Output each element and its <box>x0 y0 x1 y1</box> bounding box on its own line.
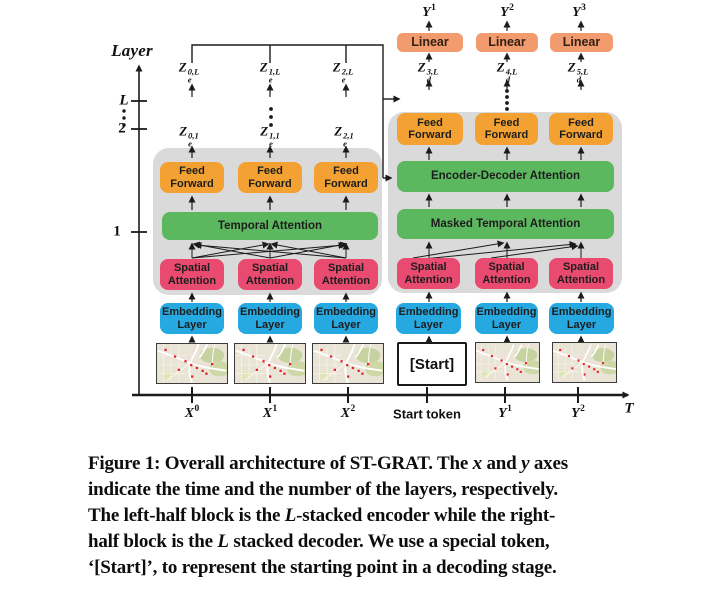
decoder-embedding-layer-box: Embedding Layer <box>549 303 614 334</box>
encoder-decoder-attention-box: Encoder-Decoder Attention <box>397 161 614 192</box>
encoder-embedding-layer-box: Embedding Layer <box>314 303 378 334</box>
linear-box: Linear <box>397 33 463 52</box>
x-axis-end-label: T <box>624 400 634 417</box>
decoder-spatial-attention-box: Spatial Attention <box>549 258 613 289</box>
x-tick-start-token: Start token <box>393 406 461 422</box>
linear-box: Linear <box>476 33 538 52</box>
x-tick-y1: Y1 <box>498 404 512 421</box>
encoder-spatial-attention-box: Spatial Attention <box>160 259 224 290</box>
encoder-embedding-layer-box: Embedding Layer <box>238 303 302 334</box>
decoder-feed-forward-box: Feed Forward <box>549 113 613 145</box>
linear-box: Linear <box>550 33 613 52</box>
encoder-feed-forward-box: Feed Forward <box>314 162 378 193</box>
prediction-y3: Y3 <box>572 3 586 20</box>
encoder-feed-forward-box: Feed Forward <box>160 162 224 193</box>
map-input-thumbnail <box>234 343 306 384</box>
decoder-embedding-layer-box: Embedding Layer <box>475 303 538 334</box>
y-tick-L: L <box>119 92 129 109</box>
start-token-box: [Start] <box>397 342 467 386</box>
map-input-thumbnail <box>312 343 384 384</box>
decoder-embedding-layer-box: Embedding Layer <box>396 303 461 334</box>
y-tick-2: 2 <box>118 120 126 137</box>
prediction-y2: Y2 <box>500 3 514 20</box>
prediction-y1: Y1 <box>422 3 436 20</box>
decoder-feed-forward-box: Feed Forward <box>397 113 463 145</box>
x-tick-y2: Y2 <box>571 404 585 421</box>
map-input-thumbnail <box>552 342 617 383</box>
encoder-feed-forward-box: Feed Forward <box>238 162 302 193</box>
encoder-spatial-attention-box: Spatial Attention <box>238 259 302 290</box>
encoder-spatial-attention-box: Spatial Attention <box>314 259 378 290</box>
temporal-attention-box: Temporal Attention <box>162 212 378 240</box>
decoder-spatial-attention-box: Spatial Attention <box>397 258 460 289</box>
x-tick-x1: X1 <box>262 404 278 421</box>
x-tick-x0: X0 <box>184 404 200 421</box>
x-tick-x2: X2 <box>340 404 356 421</box>
encoder-embedding-layer-box: Embedding Layer <box>160 303 224 334</box>
decoder-spatial-attention-box: Spatial Attention <box>475 258 538 289</box>
y-axis-title: Layer <box>111 41 153 60</box>
figure-caption: Figure 1: Overall architecture of ST-GRA… <box>88 453 568 578</box>
masked-temporal-attention-box: Masked Temporal Attention <box>397 209 614 239</box>
map-input-thumbnail <box>156 343 228 384</box>
y-tick-1: 1 <box>113 223 121 240</box>
decoder-feed-forward-box: Feed Forward <box>475 113 538 145</box>
map-input-thumbnail <box>475 342 540 383</box>
